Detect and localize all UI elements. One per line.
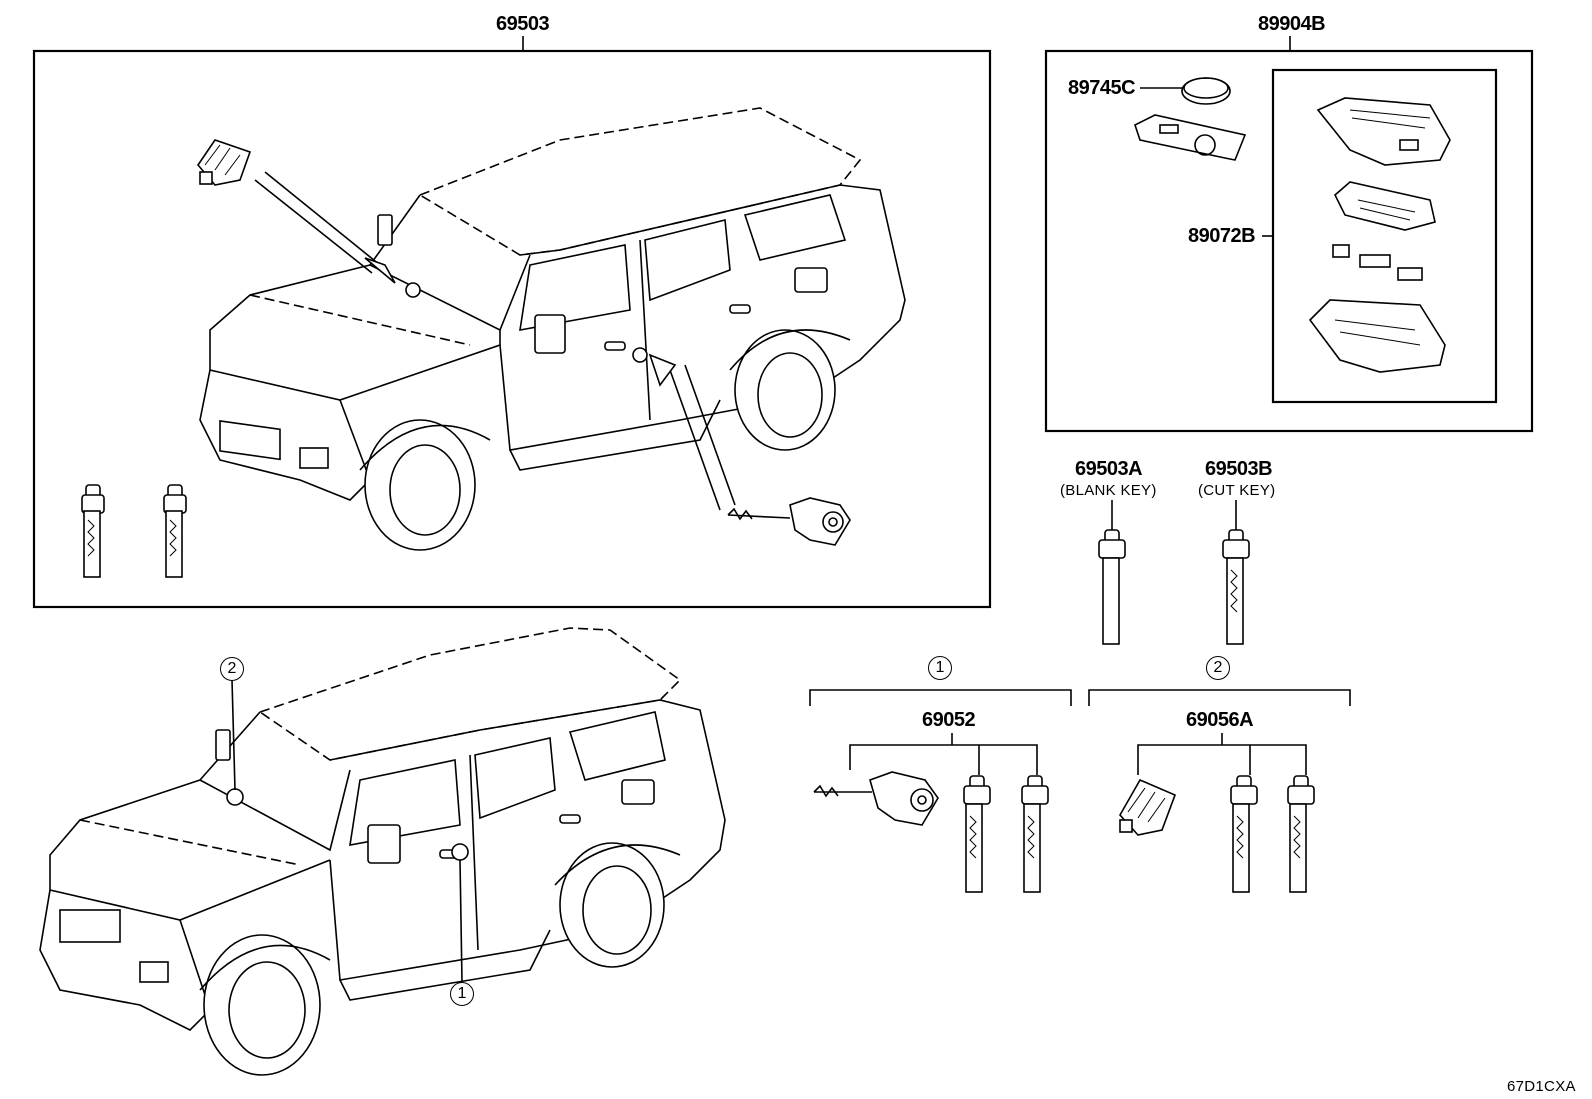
key-69056A-a xyxy=(1230,775,1258,893)
key-69503B xyxy=(1222,529,1250,645)
key-69052-a xyxy=(963,775,991,893)
bracket-group-2 xyxy=(1088,689,1351,775)
callout-1-vehicle: 1 xyxy=(450,982,474,1006)
part-label-89745C[interactable]: 89745C xyxy=(1068,77,1136,99)
callout-1-group: 1 xyxy=(928,656,952,680)
keys-upper-frame xyxy=(81,484,187,578)
smart-key-69056A xyxy=(1119,778,1177,836)
part-note-69503B: (CUT KEY) xyxy=(1198,482,1276,499)
frame-69503 xyxy=(32,49,992,609)
key-69056A-b xyxy=(1287,775,1315,893)
battery-gasket xyxy=(1134,114,1247,161)
part-label-69503A[interactable]: 69503A xyxy=(1075,458,1143,480)
key-69503A xyxy=(1098,529,1126,645)
part-label-69503[interactable]: 69503 xyxy=(496,13,550,35)
callout-2-vehicle: 2 xyxy=(220,657,244,681)
part-label-69503B[interactable]: 69503B xyxy=(1205,458,1273,480)
battery-89745C xyxy=(1140,77,1231,105)
diagram-code: 67D1CXA xyxy=(1507,1078,1576,1095)
part-label-89072B[interactable]: 89072B xyxy=(1188,225,1256,247)
vehicle-lower xyxy=(39,627,726,1076)
part-note-69503A: (BLANK KEY) xyxy=(1060,482,1157,499)
smart-key-shell-upper xyxy=(196,139,252,186)
part-label-69056A[interactable]: 69056A xyxy=(1186,709,1254,731)
vehicle-upper xyxy=(199,107,906,551)
lock-cylinder-69052 xyxy=(813,771,939,826)
frame-89904B xyxy=(1044,49,1534,433)
lock-cylinder-upper xyxy=(727,497,851,546)
bracket-group-1 xyxy=(809,689,1072,775)
key-case-parts xyxy=(1308,97,1451,373)
part-label-69052[interactable]: 69052 xyxy=(922,709,976,731)
callout-2-group: 2 xyxy=(1206,656,1230,680)
part-label-89904B[interactable]: 89904B xyxy=(1258,13,1326,35)
key-69052-b xyxy=(1021,775,1049,893)
